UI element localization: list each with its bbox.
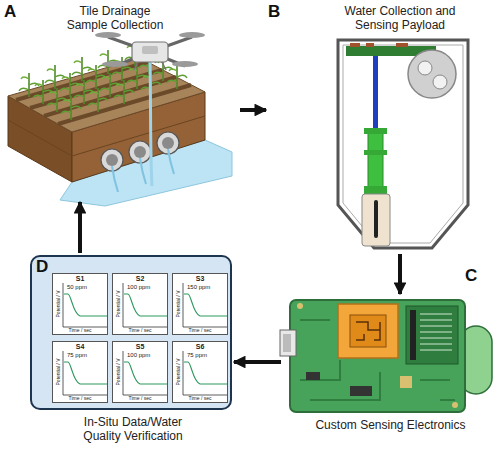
concentration-label: 150 ppm xyxy=(187,284,210,291)
field-illustration xyxy=(8,42,232,206)
plot-graph xyxy=(53,274,109,336)
panel-letter: C xyxy=(465,266,477,286)
potential-curve xyxy=(64,362,107,384)
flow-arrow xyxy=(240,108,266,112)
plot-graph xyxy=(173,274,229,336)
concentration-label: 75 ppm xyxy=(67,352,87,359)
plot-title: S1 xyxy=(53,275,107,283)
flow-arrow xyxy=(398,254,402,294)
potential-curve xyxy=(184,294,227,316)
plot-axes xyxy=(183,283,227,327)
plot-box: S3150 ppm Potential / VTime / sec xyxy=(172,273,228,335)
plot-box: S5100 ppm Potential / VTime / sec xyxy=(112,341,168,403)
plot-title: S5 xyxy=(113,343,167,351)
panel-title: Tile Drainage Sample Collection xyxy=(60,4,170,32)
axis-label: Potential / V xyxy=(115,347,121,397)
concentration-label: 100 ppm xyxy=(127,284,150,291)
plot-box: S150 ppm Potential / VTime / sec xyxy=(52,273,108,335)
panel-title: Water Collection and Sensing Payload xyxy=(330,4,470,32)
panel-letter: A xyxy=(4,2,16,22)
plot-title: S3 xyxy=(173,275,227,283)
figure-panel: CCustom Sensing Electronics xyxy=(283,296,498,442)
pcb-illustration xyxy=(280,300,492,412)
axis-label: Time / sec xyxy=(53,327,107,333)
axis-label: Potential / V xyxy=(115,279,121,329)
plot-graph xyxy=(53,342,109,404)
axis-label: Time / sec xyxy=(173,395,227,401)
axis-label: Potential / V xyxy=(175,279,181,329)
plot-box: S475 ppm Potential / VTime / sec xyxy=(52,341,108,403)
potential-curve xyxy=(184,362,227,384)
plot-axes xyxy=(63,351,107,395)
figure-panel: B Water Collection and Sensing Payload xyxy=(268,0,498,252)
plot-axes xyxy=(123,351,167,395)
plot-axes xyxy=(183,351,227,395)
concentration-label: 100 ppm xyxy=(127,352,150,359)
potential-curve xyxy=(124,362,167,384)
axis-label: Potential / V xyxy=(175,347,181,397)
plot-graph xyxy=(113,342,169,404)
panel-letter: D xyxy=(36,257,48,277)
panel-title: Custom Sensing Electronics xyxy=(283,418,498,432)
figure-panel: A Tile Drainage Sample Collection xyxy=(0,0,238,200)
flow-arrow xyxy=(234,360,281,364)
axis-label: Time / sec xyxy=(53,395,107,401)
plot-graph xyxy=(173,342,229,404)
plot-title: S2 xyxy=(113,275,167,283)
panel-letter: B xyxy=(268,2,280,22)
potential-curve xyxy=(124,294,167,316)
panel-title: In-Situ Data/Water Quality Verification xyxy=(68,415,198,443)
axis-label: Time / sec xyxy=(113,395,167,401)
axis-label: Potential / V xyxy=(55,279,61,329)
plot-box: S675 ppm Potential / VTime / sec xyxy=(172,341,228,403)
flow-arrow xyxy=(78,202,82,253)
axis-label: Potential / V xyxy=(55,347,61,397)
plot-axes xyxy=(123,283,167,327)
drone xyxy=(95,32,205,186)
potential-curve xyxy=(64,294,107,316)
concentration-label: 75 ppm xyxy=(187,352,207,359)
plot-title: S4 xyxy=(53,343,107,351)
concentration-label: 50 ppm xyxy=(67,284,87,291)
plot-title: S6 xyxy=(173,343,227,351)
payload-illustration xyxy=(338,40,468,248)
axis-label: Time / sec xyxy=(173,327,227,333)
axis-label: Time / sec xyxy=(113,327,167,333)
plot-graph xyxy=(113,274,169,336)
plot-box: S2100 ppm Potential / VTime / sec xyxy=(112,273,168,335)
plot-axes xyxy=(63,283,107,327)
data-panel: DIn-Situ Data/Water Quality Verification… xyxy=(30,255,232,410)
